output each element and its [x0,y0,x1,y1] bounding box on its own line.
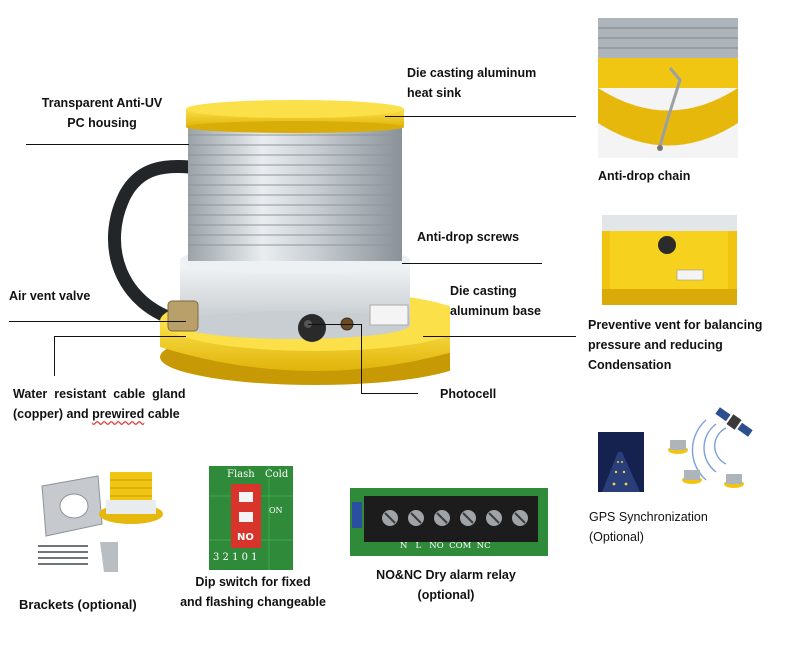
vent-label-line1: Preventive vent for balancing [588,318,763,332]
gps-label-line1: GPS Synchronization [589,510,708,524]
housing-label-line2: PC housing [67,116,137,130]
relay-terminal-text: N L NO COM NC [400,541,491,551]
gps-label: GPS Synchronization (Optional) [589,507,708,547]
base-label-line2: aluminum base [450,304,541,318]
leader-line-screws [402,263,542,264]
relay-label-line1: NO&NC Dry alarm relay [376,568,516,582]
cable-gland-text-b: prewired [92,407,145,421]
leader-line-photocell-vertical [361,324,362,393]
housing-label: Transparent Anti-UV PC housing [22,93,182,133]
dip-digits-text: 3 2 1 0 1 [213,552,258,563]
leader-line-housing [26,144,189,145]
gps-label-line2: (Optional) [589,530,644,544]
dip-switch-label: Dip switch for fixed and flashing change… [160,572,346,612]
photocell-label: Photocell [440,387,497,401]
dip-switch-label-line1: Dip switch for fixed [195,575,311,589]
base-label-line1: Die casting [450,284,517,298]
vent-label-line2: pressure and reducing [588,338,723,352]
main-light-image [80,95,450,390]
brackets-label: Brackets (optional) [19,597,137,612]
brackets-image [28,462,168,574]
vent-image [602,215,737,305]
cable-gland-label-line2: (copper) and prewired cable [13,404,186,424]
cable-gland-text-c: cable [144,407,180,421]
cable-gland-text-a: (copper) and [13,407,93,421]
vent-label-line3: Condensation [588,358,672,372]
leader-line-photocell [361,393,418,394]
dip-on-text: ON [269,506,283,515]
cable-gland-label-line1: Water resistant cable gland [13,387,186,401]
anti-drop-screws-label: Anti-drop screws [417,230,520,244]
dip-cold-text: Cold [265,469,289,480]
relay-image: N L NO COM NC [350,488,548,556]
base-label: Die casting aluminum base [450,281,541,321]
leader-line-gland-vertical [54,336,55,376]
anti-drop-chain-label: Anti-drop chain [598,169,691,183]
heat-sink-label-line1: Die casting aluminum [407,66,537,80]
leader-line-gland [54,336,186,337]
relay-label: NO&NC Dry alarm relay (optional) [346,565,546,605]
housing-label-line1: Transparent Anti-UV [41,96,163,110]
heat-sink-label-line2: heat sink [407,86,462,100]
leader-line-air-vent [9,321,186,322]
relay-label-line2: (optional) [417,588,475,602]
dip-no-text: NO [237,532,254,543]
anti-drop-chain-image [598,18,738,158]
leader-line-vent [308,324,361,325]
dip-switch-label-line2: and flashing changeable [180,595,326,609]
leader-line-base [423,336,576,337]
cable-gland-label: Water resistant cable gland (copper) and… [13,384,186,424]
gps-image [594,402,762,497]
leader-line-heat-sink [385,116,576,117]
vent-label: Preventive vent for balancing pressure a… [588,315,762,375]
dip-switch-image: Flash Cold ON NO 3 2 1 0 1 [209,466,293,570]
air-vent-label: Air vent valve [9,289,91,303]
dip-flash-text: Flash [227,469,255,480]
heat-sink-label: Die casting aluminum heat sink [407,63,536,103]
